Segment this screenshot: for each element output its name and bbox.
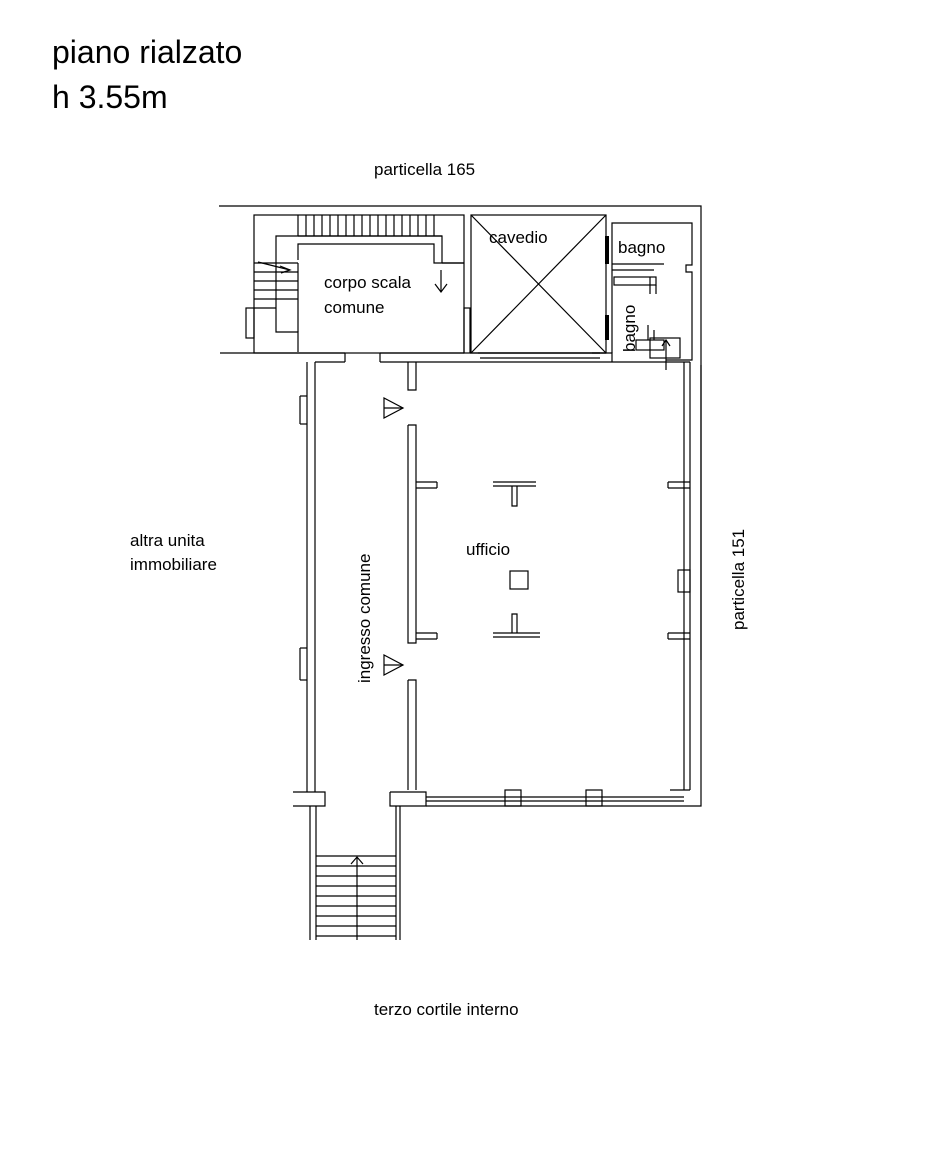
label-east-parcel: particella 151	[729, 528, 748, 630]
label-north-parcel: particella 165	[374, 160, 476, 179]
property-boundary	[219, 205, 702, 807]
room-label-ufficio: ufficio	[466, 540, 511, 559]
entrance-stair	[309, 806, 401, 940]
cavedio-lightwell	[470, 214, 607, 359]
room-label-stair-line1: corpo scala	[324, 273, 411, 292]
room-label-cavedio: cavedio	[489, 228, 548, 247]
label-west-line2: immobiliare	[130, 555, 217, 574]
stair-core	[220, 214, 471, 362]
room-label-bagno-2: bagno	[620, 304, 639, 352]
room-label-stair-line2: comune	[324, 298, 385, 317]
plan-title: piano rialzato	[52, 34, 243, 70]
stair-down-arrow	[434, 262, 464, 293]
room-label-ingresso: ingresso comune	[355, 553, 374, 683]
main-walls	[293, 361, 691, 807]
room-label-bagno-1: bagno	[618, 238, 666, 257]
ceiling-height: h 3.55m	[52, 79, 168, 115]
label-south-courtyard: terzo cortile interno	[374, 1000, 519, 1019]
stair-treads-left	[254, 261, 299, 352]
bathrooms	[592, 222, 693, 370]
office-columns	[493, 481, 540, 638]
label-west-line1: altra unita	[130, 531, 205, 550]
stair-treads-upper	[275, 215, 464, 264]
